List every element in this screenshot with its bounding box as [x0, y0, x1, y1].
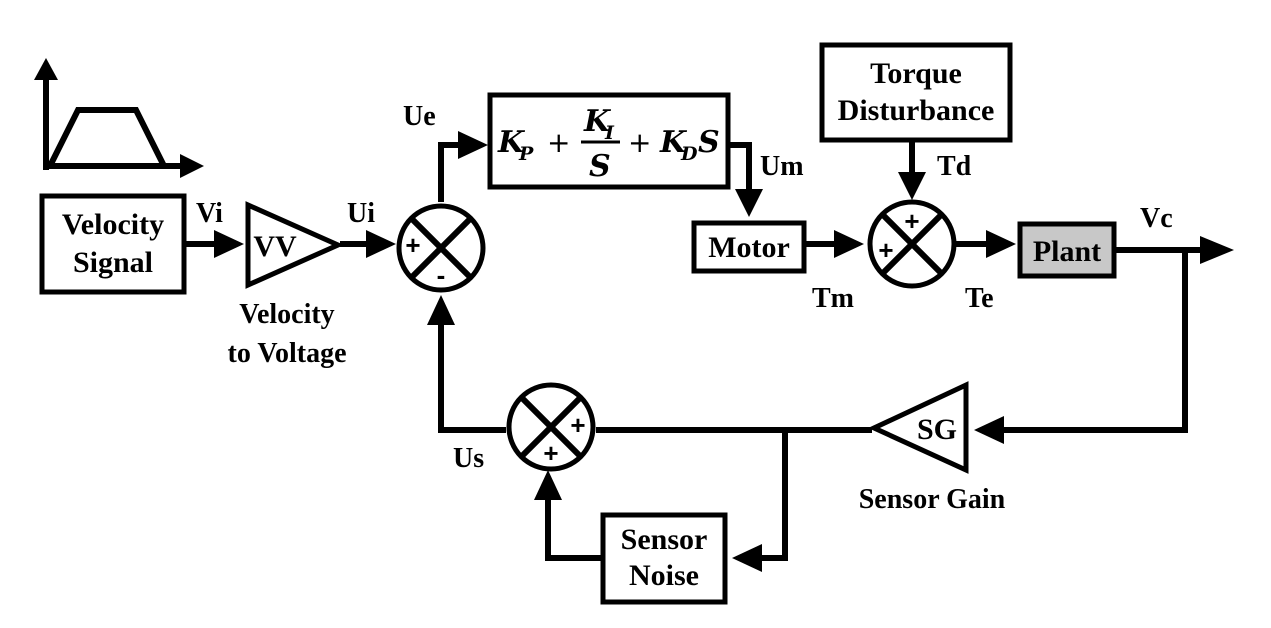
sensor-gain-block: SG Sensor Gain: [859, 381, 1006, 515]
torque-disturbance-label-line2: Disturbance: [838, 94, 995, 127]
pid-plus-1: +: [547, 126, 570, 159]
signal-label-us: Us: [453, 443, 484, 474]
signal-label-vc: Vc: [1140, 203, 1173, 234]
pid-kp: K: [497, 125, 526, 160]
arrowhead: [534, 470, 562, 500]
pid-kd: K: [659, 125, 688, 160]
velocity-signal-label-line2: Signal: [73, 246, 153, 279]
pid-s-denominator: S: [589, 149, 611, 184]
signal-label-tm: Tm: [812, 283, 854, 314]
sensor-noise-label-line2: Noise: [629, 559, 699, 592]
pid-kd-subscript: D: [680, 143, 698, 165]
sj1-minus-sign: -: [437, 260, 446, 290]
summing-junction-sensor: + +: [506, 382, 596, 472]
sj3-bottom-plus-sign: +: [543, 438, 558, 468]
pid-ki-subscript: I: [604, 122, 615, 144]
arrowhead: [214, 230, 244, 258]
torque-disturbance-label-line1: Torque: [870, 57, 962, 90]
velocity-signal-block: Velocity Signal: [39, 193, 187, 295]
arrowhead: [834, 230, 864, 258]
arrowhead: [366, 230, 396, 258]
summing-junction-torque: + +: [867, 199, 957, 289]
motor-block: Motor: [691, 220, 807, 274]
pid-kp-subscript: P: [518, 143, 534, 165]
sj1-plus-sign: +: [405, 230, 420, 260]
arrowhead: [732, 544, 762, 572]
vv-gain-block: VV Velocity to Voltage: [228, 201, 347, 369]
arrowhead: [1200, 236, 1234, 264]
signal-wires: [185, 140, 1205, 561]
signal-label-te: Te: [965, 283, 994, 314]
sensor-noise-block: Sensor Noise: [600, 512, 728, 605]
sj3-right-plus-sign: +: [570, 410, 585, 440]
arrowhead: [986, 230, 1016, 258]
sj2-left-plus-sign: +: [878, 235, 893, 265]
signal-label-um: Um: [760, 151, 804, 182]
sj2-top-plus-sign: +: [904, 206, 919, 236]
sg-caption: Sensor Gain: [859, 484, 1006, 515]
sensor-noise-label-line1: Sensor: [621, 523, 708, 556]
arrowhead: [427, 295, 455, 325]
arrowhead: [735, 189, 763, 217]
signal-labels: Vi Ui Ue Um Td Tm Te Vc Us: [196, 101, 1173, 474]
motor-label: Motor: [708, 231, 790, 264]
sg-label: SG: [917, 413, 957, 446]
velocity-signal-label-line1: Velocity: [62, 208, 164, 241]
arrowhead: [974, 416, 1004, 444]
plant-block: Plant: [1017, 221, 1117, 279]
pid-plus-2: +: [628, 126, 651, 159]
summing-junction-error: + -: [396, 203, 486, 293]
signal-label-ui: Ui: [347, 198, 375, 229]
velocity-profile-icon: [34, 58, 204, 178]
signal-label-vi: Vi: [196, 198, 223, 229]
pid-ki: K: [583, 104, 612, 139]
arrowhead: [898, 172, 926, 200]
pid-kd-s: S: [698, 125, 720, 160]
arrowheads: [214, 131, 1234, 572]
vv-label: VV: [253, 230, 297, 263]
signal-label-ue: Ue: [403, 101, 436, 132]
torque-disturbance-block: Torque Disturbance: [819, 42, 1013, 143]
plant-label: Plant: [1033, 235, 1101, 268]
vv-caption-line2: to Voltage: [228, 338, 347, 369]
pid-controller-block: K P + K I S + K D S: [487, 92, 731, 190]
arrowhead: [458, 131, 488, 159]
vv-caption-line1: Velocity: [239, 299, 334, 330]
signal-label-td: Td: [937, 151, 972, 182]
